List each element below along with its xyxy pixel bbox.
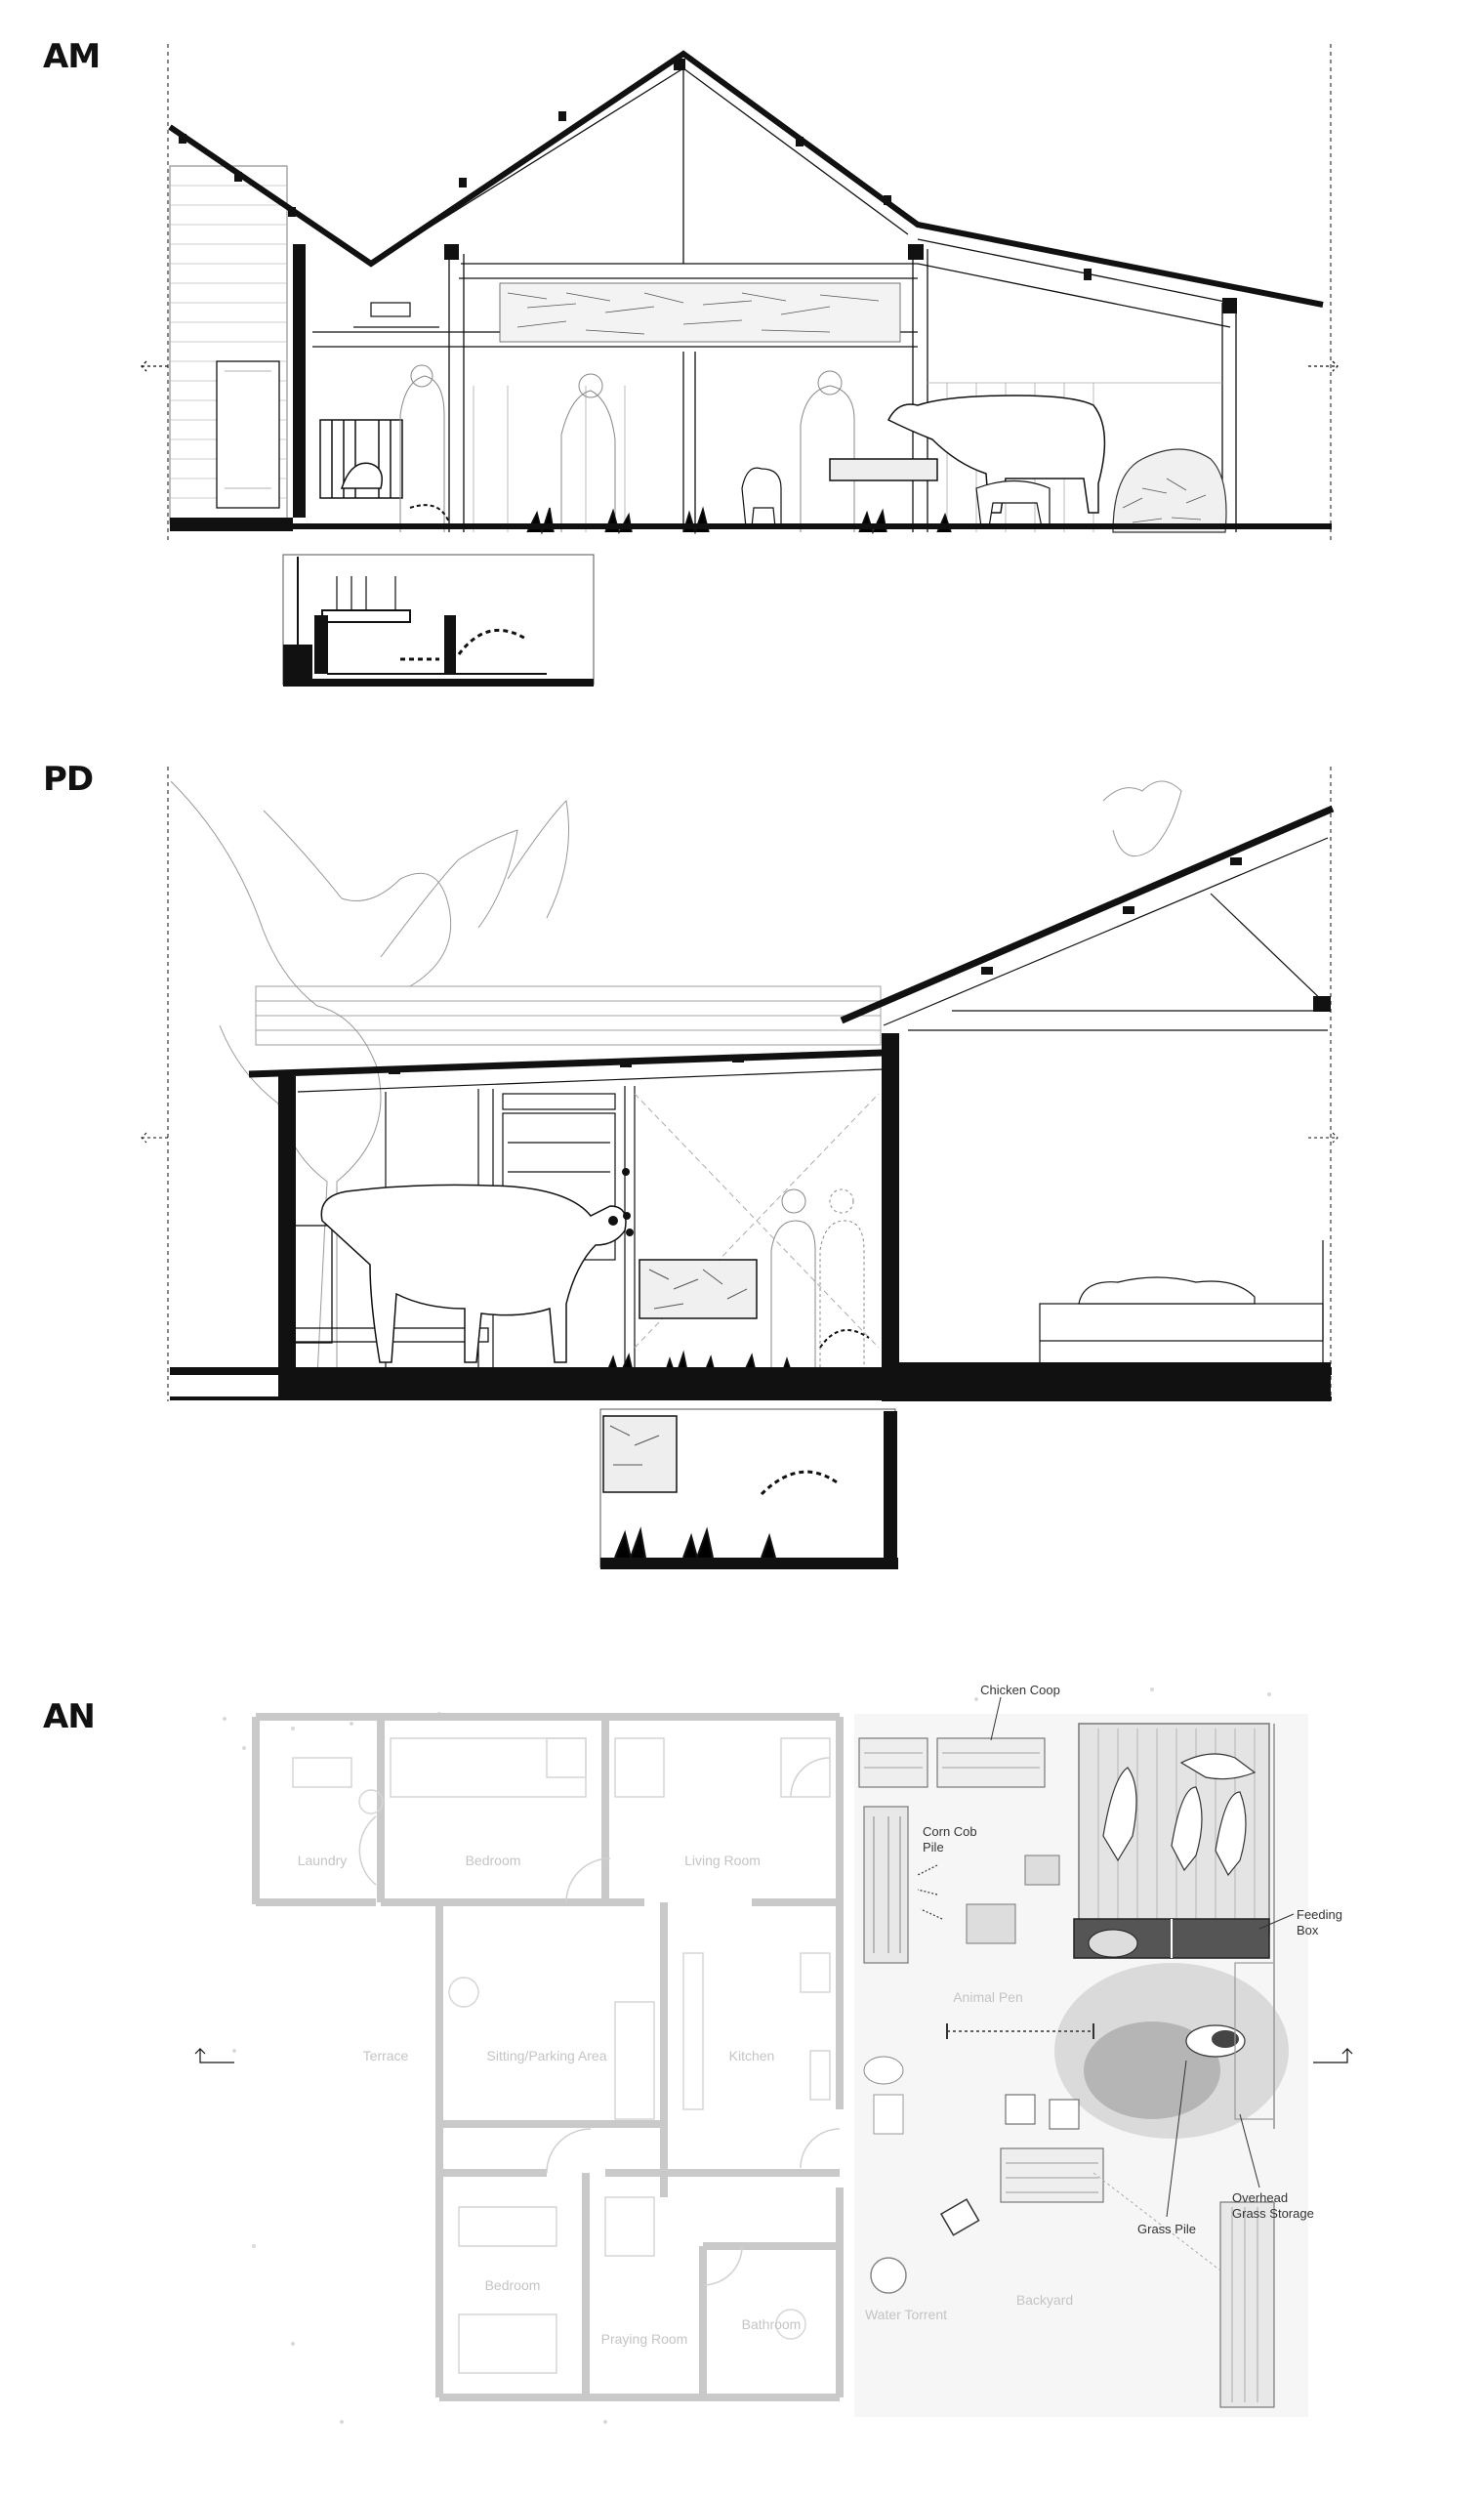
pd-cow <box>320 1184 627 1363</box>
room-label-bedroom-top: Bedroom <box>466 1853 521 1868</box>
annotation-chicken-coop: Chicken Coop <box>980 1683 1060 1697</box>
annotation-feeding-box-1: Feeding <box>1297 1907 1342 1922</box>
section-label-am: AM <box>43 37 101 76</box>
am-cow <box>886 395 1106 514</box>
am-chicken-coop <box>319 419 403 499</box>
section-label-pd: PD <box>43 760 94 799</box>
pd-feeding-box <box>639 1259 758 1319</box>
annotation-corn-cob-1: Corn Cob <box>923 1824 977 1839</box>
brick-wall-window <box>216 360 280 509</box>
room-label-terrace: Terrace <box>363 2048 409 2063</box>
section-pd-drawing <box>141 767 1339 1569</box>
am-feeding-box <box>829 458 938 481</box>
am-figures <box>399 364 855 532</box>
room-label-animal-pen: Animal Pen <box>953 1989 1023 2005</box>
annotation-overhead-1: Overhead <box>1232 2190 1288 2205</box>
animal-pen-area <box>858 1723 1289 2408</box>
annotation-grass-pile: Grass Pile <box>1137 2222 1196 2236</box>
am-grass-pile <box>1112 448 1227 533</box>
room-label-bedroom-bottom: Bedroom <box>485 2277 541 2293</box>
pd-detail-inset <box>599 1408 898 1569</box>
room-label-laundry: Laundry <box>298 1853 348 1868</box>
room-label-praying-room: Praying Room <box>601 2331 688 2347</box>
annotation-feeding-box-2: Box <box>1297 1923 1319 1938</box>
house-walls <box>252 1713 844 2401</box>
room-label-living-room: Living Room <box>684 1853 761 1868</box>
room-label-bathroom: Bathroom <box>742 2316 802 2332</box>
room-label-water-torrent: Water Torrent <box>865 2307 947 2322</box>
section-am-drawing <box>141 44 1339 687</box>
pd-bed <box>1039 1240 1324 1367</box>
am-detail-inset <box>282 554 595 687</box>
annotation-corn-cob-2: Pile <box>923 1840 944 1854</box>
plan-an-drawing: Laundry Bedroom Living Room Terrace Sitt… <box>194 1683 1353 2424</box>
annotation-overhead-2: Grass Storage <box>1232 2206 1314 2221</box>
section-label-an: AN <box>43 1697 96 1736</box>
roof-profile <box>168 50 1324 308</box>
room-label-kitchen: Kitchen <box>729 2048 775 2063</box>
room-label-sitting-parking: Sitting/Parking Area <box>487 2048 607 2063</box>
room-label-backyard: Backyard <box>1016 2292 1073 2308</box>
